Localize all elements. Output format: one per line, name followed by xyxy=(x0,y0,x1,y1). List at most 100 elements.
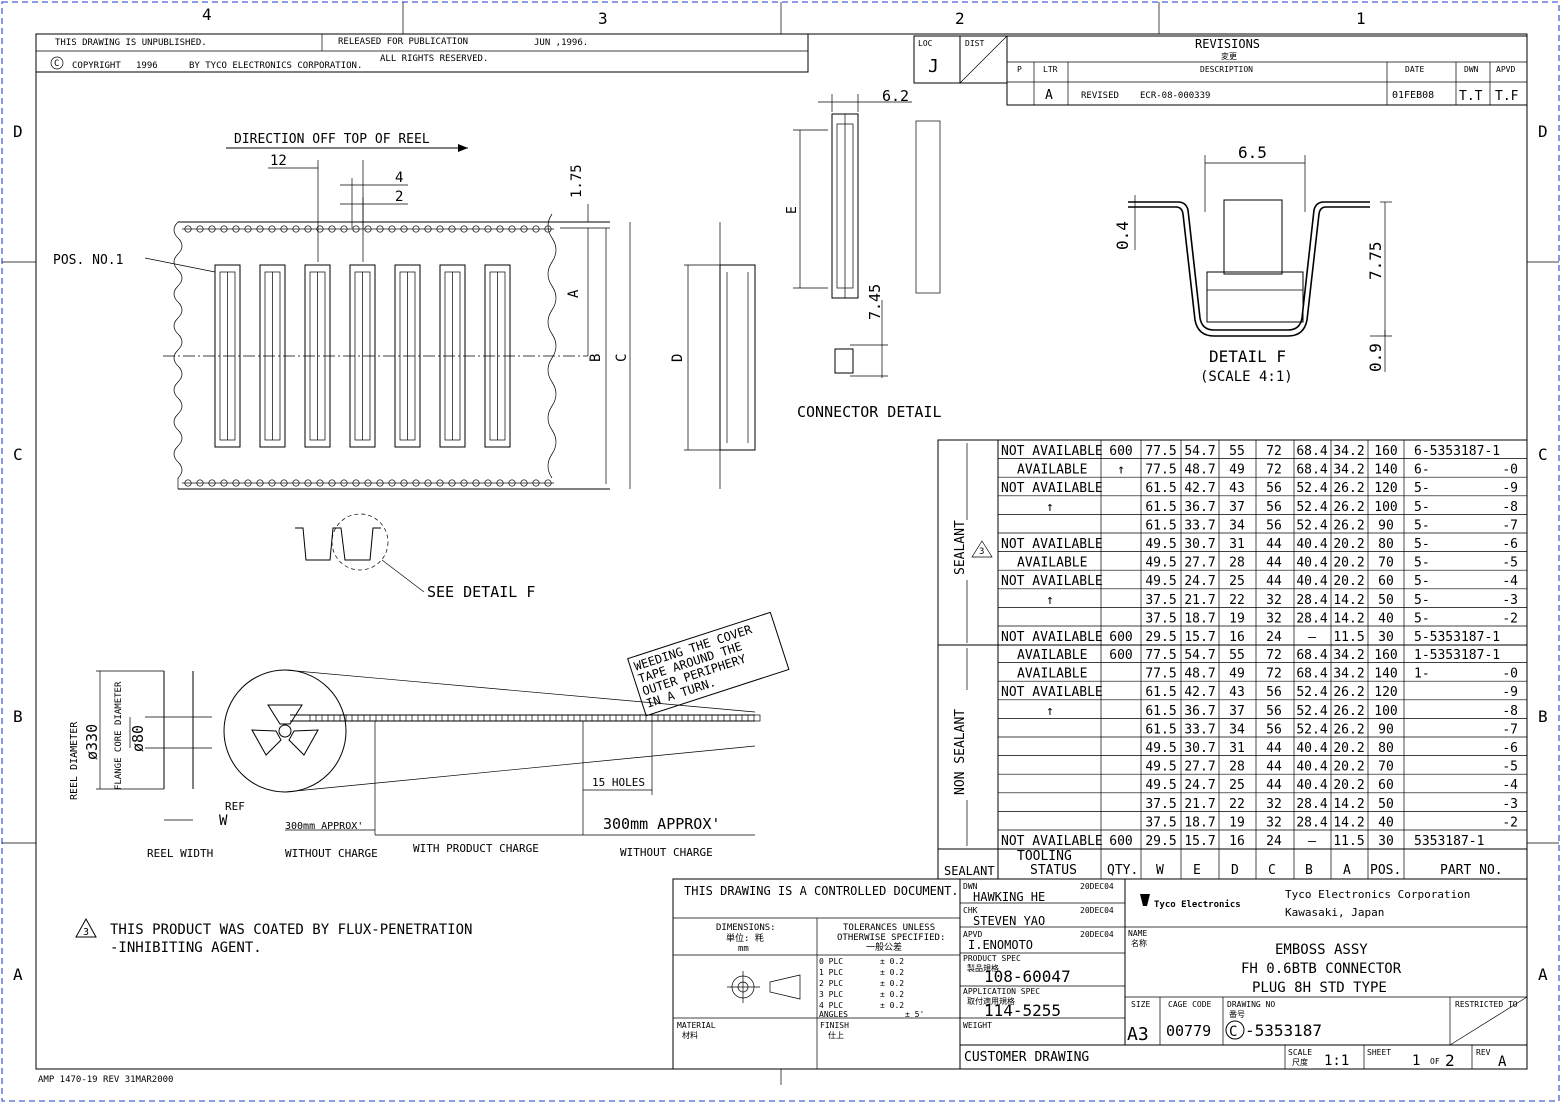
cell-part-suffix: -8 xyxy=(1502,704,1518,719)
rev-date: 01FEB08 xyxy=(1392,90,1434,101)
tape-hole xyxy=(429,714,437,722)
loc-label: LOC xyxy=(918,39,933,48)
dist-label: DIST xyxy=(965,39,984,48)
table-cell: 31 xyxy=(1229,741,1245,756)
table-cell: 61.5 xyxy=(1145,685,1176,700)
table-cell: 19 xyxy=(1229,815,1245,830)
tape-hole xyxy=(681,714,689,722)
table-cell: 70 xyxy=(1378,556,1394,571)
table-cell: 52.4 xyxy=(1296,704,1327,719)
dim-7-75: 7.75 xyxy=(1366,241,1385,280)
apvd-name: I.ENOMOTO xyxy=(968,938,1033,952)
size-value: A3 xyxy=(1127,1024,1149,1045)
cell-part-prefix: 5- xyxy=(1414,574,1430,589)
table-cell: 72 xyxy=(1266,463,1282,478)
tape-side-view: D xyxy=(670,222,756,489)
table-cell: 28.4 xyxy=(1296,815,1327,830)
reel-diameter-label: REEL DIAMETER xyxy=(69,721,80,800)
table-cell: 600 xyxy=(1109,648,1132,663)
dwg-no-prefix: C xyxy=(1229,1024,1237,1040)
table-cell: ↑ xyxy=(1117,463,1125,478)
connector-detail-view: E 6.2 7.45 CONNECTOR DETAIL xyxy=(785,87,942,421)
cell-part-suffix: -5 xyxy=(1502,556,1518,571)
table-cell: 37.5 xyxy=(1145,815,1176,830)
approx-right: 300mm APPROX' xyxy=(603,815,720,833)
hdr-c: C xyxy=(1268,863,1276,878)
release-date: JUN ,1996. xyxy=(534,38,588,48)
dim-1-75: 1.75 xyxy=(569,164,585,198)
table-cell: 49.5 xyxy=(1145,574,1176,589)
dim-d: D xyxy=(670,354,686,362)
revisions-title-jp: 変更 xyxy=(1221,51,1237,61)
cell-part-suffix: -9 xyxy=(1502,685,1518,700)
note-line-2-text: -INHIBITING AGENT. xyxy=(110,940,262,956)
sheet-label: SHEET xyxy=(1367,1048,1391,1057)
tape-hole xyxy=(669,714,677,722)
table-cell: 22 xyxy=(1229,797,1245,812)
table-cell: 68.4 xyxy=(1296,463,1327,478)
cell-part-suffix: -2 xyxy=(1502,815,1518,830)
pocket xyxy=(484,264,511,448)
weight-label: WEIGHT xyxy=(963,1021,992,1030)
dimensions-unit: mm xyxy=(738,944,749,954)
table-cell: 14.2 xyxy=(1333,797,1364,812)
title-block: THIS DRAWING IS A CONTROLLED DOCUMENT. D… xyxy=(672,878,1528,1070)
table-cell: 52.4 xyxy=(1296,500,1327,515)
cell-part-prefix: 1-5353187-1 xyxy=(1414,648,1500,663)
publication-block: THIS DRAWING IS UNPUBLISHED. RELEASED FO… xyxy=(35,33,809,73)
table-cell: 16 xyxy=(1229,630,1245,645)
unpublished-text: THIS DRAWING IS UNPUBLISHED. xyxy=(55,38,207,48)
title-line-1: EMBOSS ASSY xyxy=(1275,942,1368,958)
table-cell: 68.4 xyxy=(1296,444,1327,459)
table-cell: 68.4 xyxy=(1296,667,1327,682)
dwn-label: DWN xyxy=(963,882,978,891)
table-cell: 49.5 xyxy=(1145,556,1176,571)
tape-hole xyxy=(405,714,413,722)
tape-hole xyxy=(609,714,617,722)
table-cell: 56 xyxy=(1266,518,1282,533)
dwn-date: 20DEC04 xyxy=(1080,882,1114,891)
cell-part-suffix: -5 xyxy=(1502,760,1518,775)
product-spec-jp: 製品規格 xyxy=(967,963,999,973)
table-cell: 19 xyxy=(1229,611,1245,626)
note-mark: 3 xyxy=(83,927,89,938)
chk-name: STEVEN YAO xyxy=(973,914,1045,928)
table-cell: 24 xyxy=(1266,630,1282,645)
tape-hole xyxy=(753,714,761,722)
loc-value: J xyxy=(928,56,939,77)
tolerances-l1: TOLERANCES UNLESS xyxy=(843,923,935,933)
tape-hole xyxy=(357,714,365,722)
table-cell: 77.5 xyxy=(1145,667,1176,682)
approx-left: 300mm APPROX' xyxy=(285,821,363,832)
table-cell: 29.5 xyxy=(1145,630,1176,645)
tolerances-jp: 一般公差 xyxy=(866,941,902,953)
table-cell: 60 xyxy=(1378,778,1394,793)
pocket xyxy=(214,264,241,448)
table-cell: 30 xyxy=(1378,630,1394,645)
table-cell: 26.2 xyxy=(1333,518,1364,533)
table-cell: 20.2 xyxy=(1333,556,1364,571)
tol-value: ± 0.2 xyxy=(880,979,904,988)
cell-part-suffix: -6 xyxy=(1502,741,1518,756)
table-cell: 26.2 xyxy=(1333,500,1364,515)
table-cell: 28 xyxy=(1229,556,1245,571)
table-cell: 90 xyxy=(1378,518,1394,533)
table-cell: 28.4 xyxy=(1296,797,1327,812)
table-cell: 43 xyxy=(1229,685,1245,700)
tape-hole xyxy=(381,714,389,722)
w-label: W xyxy=(219,813,228,829)
table-cell: 16 xyxy=(1229,834,1245,849)
cell-part-suffix: -4 xyxy=(1502,778,1518,793)
table-cell: 34.2 xyxy=(1333,648,1364,663)
tape-hole xyxy=(561,714,569,722)
table-cell: 72 xyxy=(1266,648,1282,663)
cell-part-suffix: -3 xyxy=(1502,593,1518,608)
copyright-owner: BY TYCO ELECTRONICS CORPORATION. xyxy=(189,61,362,71)
rev-col-p: P xyxy=(1017,65,1022,74)
dim-12: 12 xyxy=(270,153,287,169)
table-cell: 22 xyxy=(1229,593,1245,608)
hdr-tooling-2: STATUS xyxy=(1030,863,1077,878)
tape-hole xyxy=(513,714,521,722)
